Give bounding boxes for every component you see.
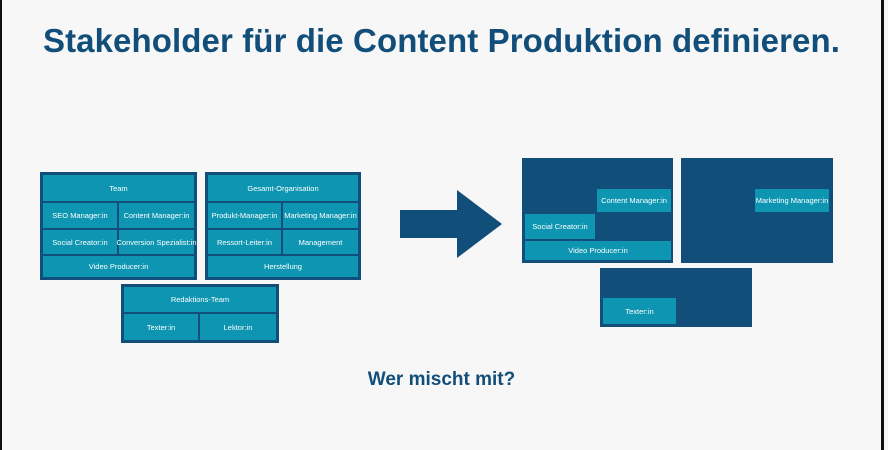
team-header: Team xyxy=(43,175,194,201)
gesamt-cell-management: Management xyxy=(283,230,358,254)
team-group: Team SEO Manager:in Content Manager:in S… xyxy=(40,172,197,280)
redaktions-team-group: Redaktions-Team Texter:in Lektor:in xyxy=(121,284,279,343)
gesamt-cell-marketing-manager: Marketing Manager:in xyxy=(283,203,358,228)
selected-texter: Texter:in xyxy=(603,298,676,324)
slide-title: Stakeholder für die Content Produktion d… xyxy=(42,22,841,59)
organisation-selection-panel: Marketing Manager:in xyxy=(681,158,833,263)
team-cell-conversion-spezialist: Conversion Spezialist:in xyxy=(116,230,197,254)
team-cell-content-manager: Content Manager:in xyxy=(119,203,194,228)
gesamt-cell-produkt-manager: Produkt-Manager:in xyxy=(208,203,281,228)
gesamt-footer: Herstellung xyxy=(208,256,358,277)
redaktion-cell-texter: Texter:in xyxy=(124,314,198,340)
selected-video-producer: Video Producer:in xyxy=(525,241,671,260)
right-arrow-icon xyxy=(400,190,502,258)
team-selection-panel: Content Manager:in Social Creator:in Vid… xyxy=(522,158,673,263)
selected-marketing-manager: Marketing Manager:in xyxy=(755,189,829,212)
gesamt-cell-ressort-leiter: Ressort-Leiter:in xyxy=(208,230,281,254)
team-cell-social-creator: Social Creator:in xyxy=(43,230,117,254)
selected-content-manager: Content Manager:in xyxy=(597,189,671,212)
gesamt-organisation-group: Gesamt-Organisation Produkt-Manager:in M… xyxy=(205,172,361,280)
redaktion-header: Redaktions-Team xyxy=(124,287,276,312)
team-footer: Video Producer:in xyxy=(43,256,194,277)
team-cell-seo-manager: SEO Manager:in xyxy=(43,203,117,228)
question-text: Wer mischt mit? xyxy=(367,369,516,390)
redaktion-selection-panel: Texter:in xyxy=(600,268,752,327)
redaktion-cell-lektor: Lektor:in xyxy=(200,314,276,340)
gesamt-header: Gesamt-Organisation xyxy=(208,175,358,201)
selected-social-creator: Social Creator:in xyxy=(525,214,595,239)
